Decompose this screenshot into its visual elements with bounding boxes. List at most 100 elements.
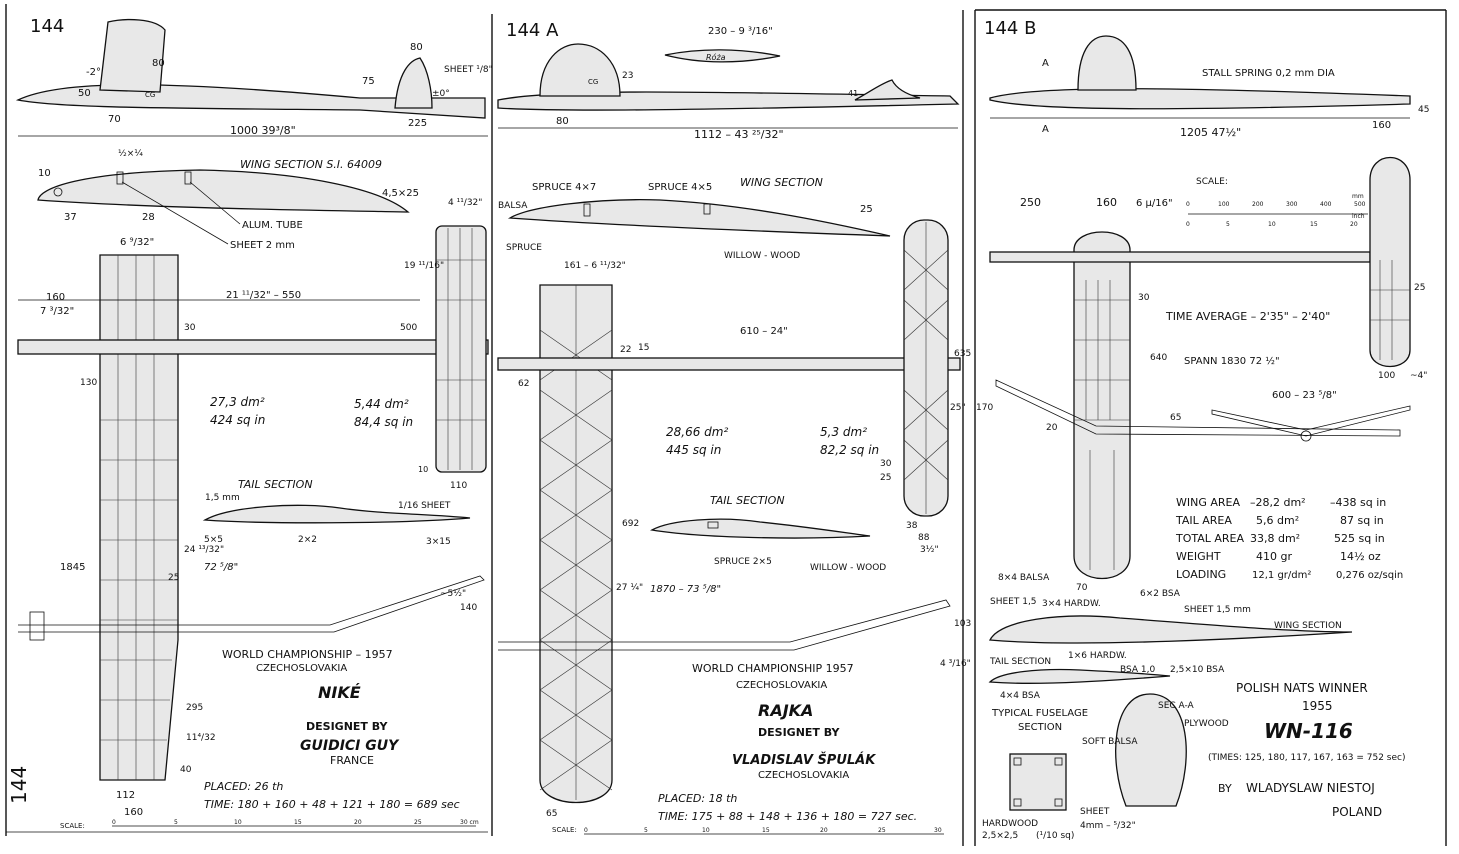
panel-number: 144 A: [506, 20, 559, 41]
dim-label: 80: [410, 42, 423, 53]
tail-section: TAIL SECTION SPRUCE 2×5 WILLOW - WOOD: [650, 494, 886, 573]
callout-label: SPRUCE 4×5: [648, 182, 712, 193]
fuselage-overall-dim: 1112 – 43 ²⁵/32": [694, 128, 784, 141]
wing-section: WING SECTION BALSA SPRUCE 4×7 SPRUCE 4×5…: [498, 176, 891, 261]
dim-label: 37: [64, 212, 77, 223]
dim-label: 160: [46, 292, 65, 303]
scale-tick: 300: [1286, 201, 1298, 208]
designer-label: DESIGNET BY: [758, 726, 841, 739]
wing-area-in: 424 sq in: [210, 413, 265, 427]
callout-label: SPRUCE: [506, 243, 542, 253]
scale-tick: 10: [234, 819, 242, 826]
dim-label: 62: [518, 379, 529, 389]
dim-label: 103: [954, 619, 971, 629]
scale-tick: 0: [1186, 201, 1190, 208]
callout-label: PLYWOOD: [1184, 719, 1229, 729]
callout-label: SOFT BALSA: [1082, 737, 1138, 747]
stab-area: 5,44 dm²: [354, 397, 409, 411]
callout-label: SHEET 1,5 mm: [1184, 605, 1251, 615]
tail-section: TAIL SECTION 1,5 mm 1/16 SHEET 5×5 2×2 3…: [202, 478, 471, 547]
dim-label: 40: [180, 765, 192, 775]
callout-label: SEC A-A: [1158, 701, 1195, 711]
spec-metric: –28,2 dm²: [1250, 496, 1306, 509]
dim-label: 25: [880, 473, 891, 483]
scale-tick: 100: [1218, 201, 1230, 208]
fuselage-side-view: 1112 – 43 ²⁵/32" 80 23 CG 41 230 – 9 ³/1…: [497, 26, 960, 141]
title-block: WORLD CHAMPIONSHIP 1957 CZECHOSLOVAKIA R…: [658, 662, 917, 823]
scale-tick: 25: [878, 827, 886, 834]
dim-label: 38: [906, 521, 918, 531]
model-name: WN-116: [1264, 719, 1353, 743]
cg-label: CG: [145, 91, 155, 99]
callout-label: 3×15: [426, 537, 451, 547]
panel-144b: 144 B 1205 47½" STALL SPRING 0,2 mm DIA …: [976, 18, 1429, 841]
dim-label: 160: [124, 807, 143, 818]
callout-label: 70: [1076, 583, 1088, 593]
scale-tick: 5: [174, 819, 178, 826]
scale-tick: 0: [584, 827, 588, 834]
scale-tick: 15: [1310, 221, 1318, 228]
callout-label: SPRUCE 4×7: [532, 182, 596, 193]
scale-tick: 10: [702, 827, 710, 834]
spec-imperial: 525 sq in: [1334, 532, 1385, 545]
callout-label: HARDWOOD: [982, 819, 1038, 829]
dim-label: 160: [1096, 196, 1117, 209]
dim-label: 110: [450, 481, 467, 491]
callout-label: 4×4 BSA: [1000, 691, 1041, 701]
placed-label: PLACED: 18 th: [658, 792, 737, 805]
callout-label: SHEET 2 mm: [230, 240, 295, 251]
scale-tick: 10: [1268, 221, 1276, 228]
callout-label: 8×4 BALSA: [998, 573, 1050, 583]
spec-metric: 33,8 dm²: [1250, 532, 1300, 545]
time-label: TIME: 175 + 88 + 148 + 136 + 180 = 727 s…: [658, 810, 917, 823]
dim-label: 75: [362, 76, 375, 87]
fuselage-side-view: 1000 39³/8" 50 70 80 225 75 80 CG -2° ±0…: [15, 18, 493, 137]
specs-table: WING AREA –28,2 dm² –438 sq in TAIL AREA…: [1175, 496, 1403, 581]
dim-label: 11⁴/32: [186, 733, 216, 743]
wing-top-view: 6 ⁹/32" 160 7 ³/32" 21 ¹¹/32" – 550 27,3…: [17, 237, 489, 818]
scale-tick: 500: [1354, 201, 1366, 208]
dim-label: 600 – 23 ⁵/8": [1272, 390, 1337, 401]
front-view-dihedral: [995, 379, 1411, 442]
scale-tick: 15: [762, 827, 770, 834]
panel-borders: [5, 4, 1447, 846]
section-marker: A: [1042, 124, 1049, 135]
designer-name: VLADISLAV ŠPULÁK: [732, 752, 876, 768]
dim-label: 15: [638, 343, 649, 353]
dim-label: 50: [78, 88, 91, 99]
scale-tick: 30 cm: [460, 819, 479, 826]
scale-tick: 15: [294, 819, 302, 826]
event-country: CZECHOSLOVAKIA: [736, 680, 827, 691]
dim-label: 24 ¹³/32": [184, 545, 224, 555]
spec-metric: 5,6 dm²: [1256, 514, 1299, 527]
dim-label: 635: [954, 349, 971, 359]
dim-label: 130: [80, 378, 97, 388]
spec-imperial: 0,276 oz/sqin: [1336, 570, 1403, 581]
nose-label: Róża: [706, 52, 726, 62]
scale-tick: 30: [934, 827, 942, 834]
dim-label: 25: [860, 204, 873, 215]
scale-label: SCALE:: [60, 822, 85, 830]
dim-label: 80: [152, 58, 165, 69]
designer-name: GUIDICI GUY: [300, 738, 400, 754]
dim-label: 10: [418, 465, 428, 474]
callout-label: 4mm – ⁵/32": [1080, 821, 1136, 831]
angle-label: ±0°: [432, 89, 450, 99]
designer-country: FRANCE: [330, 754, 374, 767]
angle-label: -2°: [86, 67, 101, 78]
designer-country: CZECHOSLOVAKIA: [758, 770, 849, 781]
time-label: TIME: 180 + 160 + 48 + 121 + 180 = 689 s…: [204, 798, 460, 811]
callout-label: SHEET: [1080, 807, 1110, 817]
fuselage-section-title2: SECTION: [1018, 722, 1062, 733]
callout-label: 2×2: [298, 535, 317, 545]
callout-label: 2,5×10 BSA: [1170, 665, 1225, 675]
scale-block: SCALE: 0 100 200 300 400 500 0 5 10 15 2…: [1186, 177, 1368, 228]
span-label: SPANN 1830 72 ½": [1184, 355, 1280, 367]
callout-label: 6×2 BSA: [1140, 589, 1181, 599]
event-country: CZECHOSLOVAKIA: [256, 663, 347, 674]
callout-label: 2,5×2,5: [982, 831, 1018, 841]
by-label: BY: [1218, 782, 1232, 795]
dim-label: 22: [620, 345, 631, 355]
dim-label: 6 µ/16": [1136, 198, 1173, 209]
